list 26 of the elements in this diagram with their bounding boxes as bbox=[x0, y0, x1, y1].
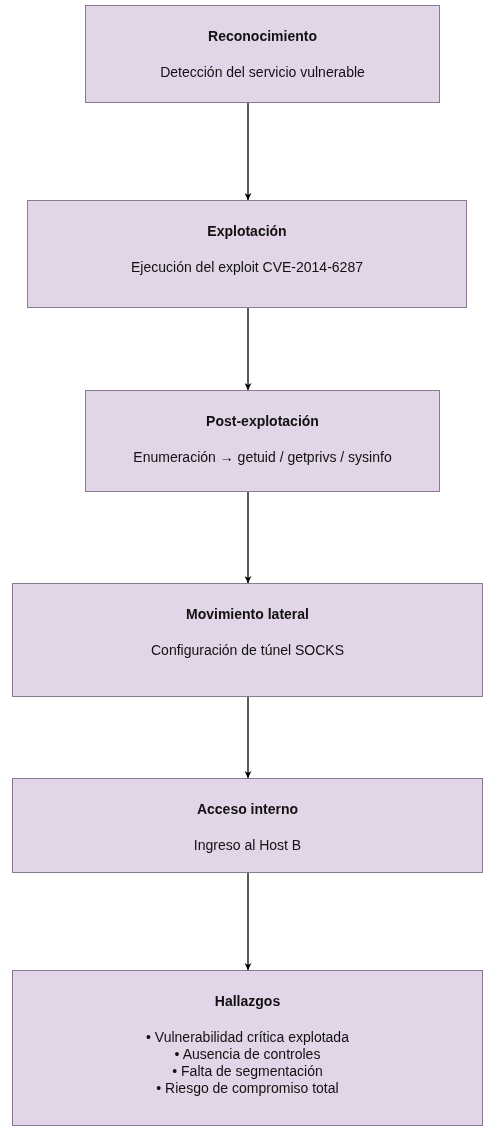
step-description: Ejecución del exploit CVE-2014-6287 bbox=[131, 259, 363, 276]
step-title: Post-explotación bbox=[206, 413, 319, 429]
arrow bbox=[244, 307, 252, 391]
step-description: • Riesgo de compromiso total bbox=[156, 1080, 339, 1097]
step-title: Movimiento lateral bbox=[186, 606, 309, 622]
process-box bbox=[12, 778, 483, 873]
process-box bbox=[85, 390, 440, 492]
step-description: Enumeración → getuid / getprivs / sysinfo bbox=[133, 449, 392, 466]
step-description: • Vulnerabilidad crítica explotada bbox=[146, 1029, 349, 1046]
step-title: Explotación bbox=[207, 223, 287, 239]
process-box bbox=[27, 200, 467, 308]
process-box bbox=[12, 583, 483, 697]
arrow bbox=[244, 491, 252, 584]
step-description: • Ausencia de controles bbox=[174, 1046, 321, 1063]
step-description: • Falta de segmentación bbox=[172, 1063, 323, 1080]
step-title: Reconocimiento bbox=[208, 28, 317, 44]
arrow bbox=[244, 102, 252, 201]
step-title: Hallazgos bbox=[214, 993, 281, 1009]
step-title: Acceso interno bbox=[196, 801, 299, 817]
arrow bbox=[244, 696, 252, 779]
step-description: Detección del servicio vulnerable bbox=[160, 64, 365, 81]
step-description: Configuración de túnel SOCKS bbox=[151, 642, 344, 659]
process-box bbox=[12, 970, 483, 1126]
step-description: Ingreso al Host B bbox=[193, 837, 302, 854]
process-box bbox=[85, 5, 440, 103]
arrow bbox=[244, 872, 252, 971]
